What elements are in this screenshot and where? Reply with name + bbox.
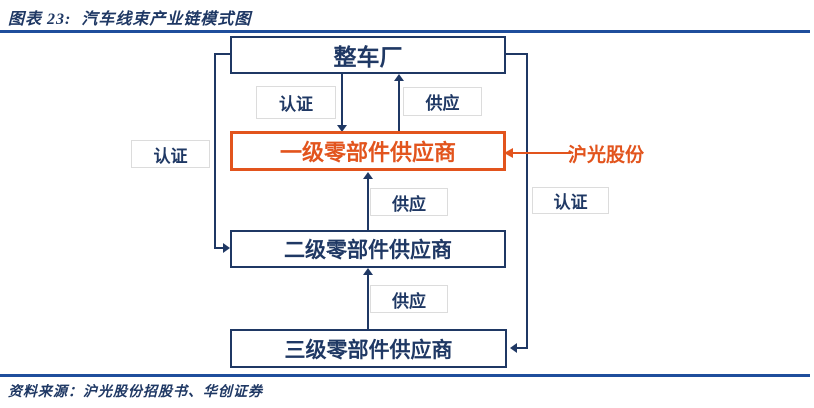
edge-label-supply-mid: 供应 [370, 188, 448, 216]
supply-low-line [367, 275, 369, 329]
cert-left-line-bottom [214, 247, 224, 249]
edge-label-cert-top: 认证 [256, 86, 336, 119]
title-divider-line [0, 30, 810, 33]
node-oem: 整车厂 [230, 36, 506, 74]
cert-down-line [341, 74, 343, 126]
node-tier3-supplier: 三级零部件供应商 [230, 329, 507, 368]
edge-label-cert-right: 认证 [532, 187, 609, 214]
arrowhead-up-icon [363, 268, 373, 275]
arrowhead-up-icon [394, 74, 404, 81]
company-callout-label: 沪光股份 [568, 145, 645, 166]
node-tier1-supplier: 一级零部件供应商 [230, 131, 506, 171]
supply-mid-line [367, 179, 369, 230]
edge-label-supply-low: 供应 [370, 285, 448, 313]
edge-label-supply-top: 供应 [403, 87, 482, 116]
arrowhead-left-icon [510, 343, 517, 353]
cert-right-line-vertical [526, 53, 528, 349]
cert-right-line-bottom [517, 347, 528, 349]
arrowhead-down-icon [337, 125, 347, 132]
arrowhead-up-icon [363, 172, 373, 179]
source-note: 资料来源：沪光股份招股书、华创证券 [8, 385, 263, 400]
footer-divider-line [0, 374, 810, 377]
company-callout-box [533, 138, 687, 170]
cert-left-line-vertical [214, 53, 216, 249]
arrowhead-right-icon [223, 243, 230, 253]
cert-right-line-top [506, 53, 528, 55]
company-callout-line [511, 152, 571, 154]
arrowhead-left-orange-icon [504, 148, 513, 158]
cert-left-line-top [214, 53, 232, 55]
node-tier2-supplier: 二级零部件供应商 [230, 230, 506, 268]
edge-label-cert-left: 认证 [131, 140, 210, 168]
supply-up-line [398, 80, 400, 131]
figure-title: 图表 23: 汽车线束产业链模式图 [8, 11, 252, 28]
